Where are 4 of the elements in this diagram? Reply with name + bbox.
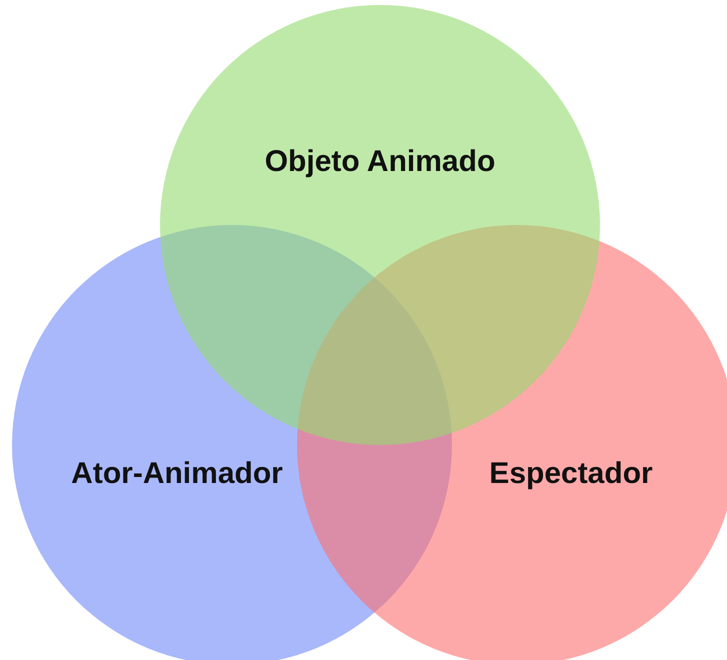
set-label: Objeto Animado — [264, 145, 496, 179]
set-label: Espectador — [489, 457, 653, 491]
venn-circle — [160, 5, 600, 445]
set-label: Ator-Animador — [71, 457, 283, 491]
